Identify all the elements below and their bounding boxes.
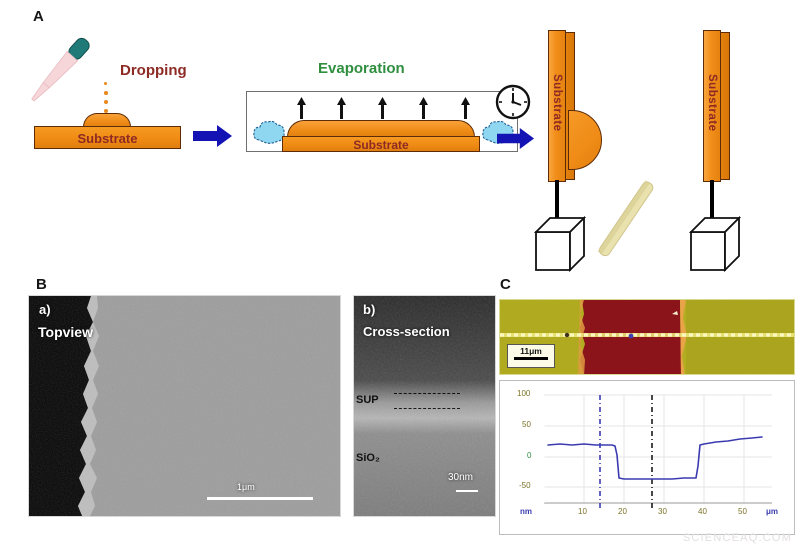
y-tick-0: 0: [527, 451, 532, 460]
substrate-label-2: Substrate: [353, 138, 409, 152]
evaporation-arrow-icon: [297, 97, 306, 119]
vertical-substrate-label-2: Substrate: [706, 74, 718, 132]
panel-a-letter: A: [33, 8, 44, 25]
sem-scale-text-topview: 1μm: [237, 482, 255, 492]
sem-image-topview: a) Topview 1μm: [28, 295, 341, 517]
y-tick-100: 100: [517, 389, 531, 398]
stage-label-dropping: Dropping: [120, 62, 187, 79]
support-stem: [710, 180, 714, 240]
droplet: [104, 82, 107, 85]
afm-height-map: 11μm: [499, 299, 795, 375]
layer-label-sio2: SiO₂: [356, 452, 380, 464]
liquid-bulge: [568, 110, 602, 170]
y-tick-50: 50: [522, 420, 531, 429]
panel-a-schematic: A Dropping Evaporation Substrate: [0, 0, 800, 273]
liquid-dome-spread: [287, 120, 475, 137]
blue-arrow-icon: [193, 125, 232, 147]
sem-title-cross-section: Cross-section: [363, 324, 450, 339]
sem-cross-section-content: [354, 296, 495, 516]
droplet: [104, 91, 108, 95]
liquid-dome: [83, 113, 131, 127]
evaporation-arrow-icon: [461, 97, 470, 119]
vertical-substrate-assembly-2: Substrate: [688, 28, 775, 273]
layer-label-sup: SUP: [356, 394, 379, 406]
afm-scale-box: 11μm: [507, 344, 555, 368]
sem-topview-content: [29, 296, 340, 516]
sup-boundary-line-top: [394, 393, 460, 394]
y-tick-minus50: -50: [519, 481, 531, 490]
evaporation-arrow-icon: [378, 97, 387, 119]
sem-scale-text-cross-section: 30nm: [448, 472, 474, 483]
evaporation-arrow-icon: [337, 97, 346, 119]
x-tick-20: 20: [618, 507, 627, 516]
support-stem: [555, 180, 559, 240]
substrate-slab-2: Substrate: [282, 136, 480, 152]
x-tick-10: 10: [578, 507, 587, 516]
x-tick-30: 30: [658, 507, 667, 516]
x-tick-40: 40: [698, 507, 707, 516]
stage-label-evaporation: Evaporation: [318, 60, 405, 77]
substrate-label-1: Substrate: [77, 131, 138, 146]
mount-cube-icon: [688, 215, 742, 273]
clock-icon: [495, 84, 531, 120]
sup-boundary-line-bottom: [394, 408, 460, 409]
line-profile-svg: [543, 394, 772, 511]
sem-sublabel-b: b): [363, 302, 376, 317]
evaporation-arrow-icon: [419, 97, 428, 119]
sem-image-cross-section: b) Cross-section SUP SiO₂ 30nm: [353, 295, 496, 517]
line-profile-chart: 100 50 0 -50 nm 10 20 30 40 50 μm: [499, 380, 795, 535]
panel-c-letter: C: [500, 276, 511, 293]
sem-title-topview: Topview: [38, 324, 93, 340]
mount-cube-icon: [533, 215, 587, 273]
sem-scale-bar-topview: [207, 497, 313, 500]
vertical-substrate-assembly-1: Substrate: [533, 28, 660, 273]
vapor-cloud-icon: [253, 120, 285, 144]
watermark: SCIENCEAQ.COM: [682, 532, 792, 544]
droplet: [104, 109, 108, 113]
sem-scale-bar-cross-section: [456, 490, 478, 492]
tweezer-icon: [597, 180, 654, 257]
pipette-icon: [31, 37, 90, 102]
panel-b-letter: B: [36, 276, 47, 293]
x-axis-unit: μm: [766, 507, 779, 516]
x-tick-50: 50: [738, 507, 747, 516]
y-axis-unit: nm: [520, 507, 532, 516]
sem-sublabel-a: a): [39, 302, 51, 317]
afm-scale-text: 11μm: [520, 346, 542, 356]
vertical-substrate-label-1: Substrate: [551, 74, 563, 132]
substrate-slab-1: Substrate: [34, 126, 181, 149]
droplet: [104, 100, 108, 104]
afm-scale-line: [514, 357, 548, 360]
blue-arrow-icon: [497, 128, 535, 149]
